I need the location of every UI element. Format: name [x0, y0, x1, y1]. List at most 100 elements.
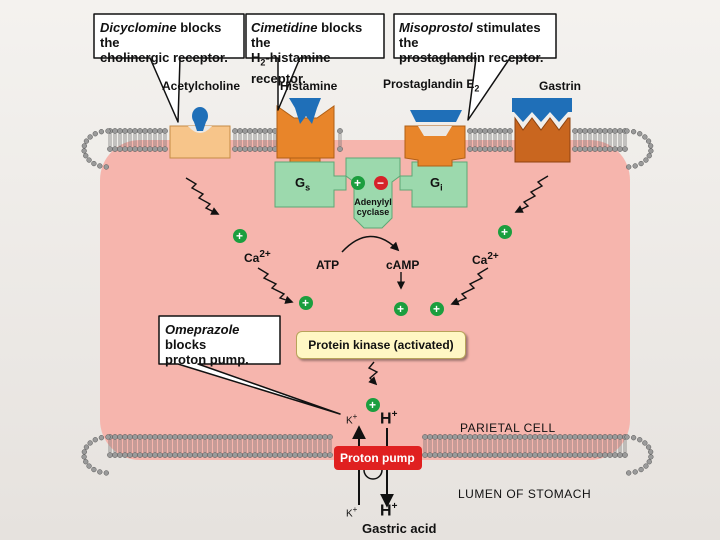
right-membrane-end: [624, 128, 654, 476]
gastrin-signal-arrow: [514, 175, 549, 213]
calcium-signal-arrow-right: [450, 267, 489, 306]
plus-badge-gs: [351, 176, 365, 190]
lumen-label: LUMEN OF STOMACH: [458, 487, 592, 501]
prostaglandin-molecule: [410, 110, 462, 122]
histamine-label: Histamine: [280, 79, 338, 93]
parietal-cell-label: PARIETAL CELL: [460, 421, 556, 435]
calcium-signal-arrow-left: [257, 267, 294, 304]
h-top-text: H: [380, 410, 392, 428]
plus-badge-calcium-left: [299, 296, 313, 310]
minus-symbol-gi: −: [377, 176, 385, 190]
omeprazole-line2: proton pump.: [165, 352, 249, 367]
plus-badge-pump: [366, 398, 380, 412]
adenylyl-line2: cyclase: [356, 207, 390, 217]
misoprostol-line1: stimulates the: [399, 20, 541, 50]
calcium-left-text: Ca: [244, 251, 260, 265]
omeprazole-callout-bubble: [158, 315, 341, 415]
prostaglandin-label-text: Prostaglandin E: [383, 77, 475, 91]
prostaglandin-receptor: [404, 125, 466, 167]
dicyclomine-line2: cholinergic receptor.: [100, 50, 228, 65]
gastrin-label: Gastrin: [539, 79, 582, 93]
dicyclomine-line1: blocks the: [100, 20, 222, 50]
adenylyl-line1: Adenylyl: [354, 197, 392, 207]
gastrin-receptor: [514, 116, 571, 163]
plus-symbol-3: +: [397, 302, 405, 316]
potassium-label-bottom: K+: [346, 506, 357, 519]
minus-badge-gi: [374, 176, 388, 190]
cimetidine-drug-name: Cimetidine: [251, 20, 318, 35]
hydrogen-label-top: H+: [380, 410, 397, 427]
calcium-right-charge: 2+: [487, 251, 499, 262]
cimetidine-line1: blocks the: [251, 20, 363, 50]
prostaglandin-subscript: 2: [474, 83, 480, 94]
dicyclomine-drug-name: Dicyclomine: [100, 20, 177, 35]
calcium-right-text: Ca: [472, 253, 488, 267]
omeprazole-line1: blocks: [165, 337, 207, 352]
gs-letter: G: [295, 175, 306, 190]
adenylyl-cyclase-label: Adenylyl cyclase: [352, 197, 394, 217]
k-bottom-charge: +: [352, 505, 358, 514]
h-top-charge: +: [391, 409, 398, 420]
top-membrane: [107, 128, 628, 152]
gs-protein: [274, 161, 347, 208]
k-top-text: K: [346, 415, 353, 427]
misoprostol-callout-text: Misoprostol stimulates the prostaglandin…: [399, 20, 555, 65]
left-membrane-end: [81, 128, 111, 476]
plus-symbol-gs: +: [354, 176, 362, 190]
misoprostol-line2: prostaglandin receptor.: [399, 50, 544, 65]
acetylcholine-signal-arrow: [185, 177, 220, 215]
camp-label: cAMP: [386, 258, 420, 272]
calcium-label-right: Ca2+: [472, 251, 499, 267]
misoprostol-drug-name: Misoprostol: [399, 20, 473, 35]
gs-label: Gs: [295, 176, 310, 193]
cimetidine-h: H: [251, 50, 261, 65]
kinase-to-pump-arrow: [367, 361, 379, 386]
calcium-label-left: Ca2+: [244, 249, 271, 265]
acetylcholine-label: Acetylcholine: [162, 79, 241, 93]
plus-badge-acetylcholine: [233, 229, 247, 243]
acetylcholine-molecule: [192, 107, 208, 131]
h-bottom-text: H: [380, 502, 392, 520]
plus-symbol-5: +: [501, 225, 509, 239]
gi-subscript: i: [440, 182, 443, 193]
proton-pump-label: Proton pump: [340, 451, 415, 465]
gi-label: Gi: [430, 176, 443, 193]
plus-symbol-2: +: [302, 296, 310, 310]
atp-label: ATP: [316, 258, 340, 272]
gs-subscript: s: [305, 182, 311, 193]
hydrogen-label-bottom: H+: [380, 502, 397, 519]
cimetidine-callout-bubble: [245, 13, 385, 111]
dicyclomine-callout-bubble: [93, 13, 245, 123]
gi-letter: G: [430, 175, 441, 190]
plus-badge-camp: [394, 302, 408, 316]
plus-symbol-4: +: [433, 302, 441, 316]
adenylyl-cyclase: [345, 157, 401, 229]
prostaglandin-label: Prostaglandin E2: [383, 78, 479, 93]
cimetidine-h-subscript: 2: [260, 57, 266, 68]
cimetidine-callout-text: Cimetidine blocks the H2-histamine recep…: [251, 20, 385, 86]
omeprazole-callout-text: Omeprazole blocks proton pump.: [165, 322, 279, 367]
k-bottom-text: K: [346, 508, 353, 520]
proton-pump-box: [334, 446, 422, 470]
bottom-membrane: [107, 434, 628, 458]
gastric-acid-label: Gastric acid: [362, 521, 437, 536]
atp-to-camp-arrow: [341, 235, 400, 253]
dicyclomine-callout-text: Dicyclomine blocks the cholinergic recep…: [100, 20, 242, 65]
gastrin-molecule: [512, 98, 572, 122]
misoprostol-callout-bubble: [393, 13, 557, 121]
k-top-charge: +: [352, 412, 358, 421]
protein-kinase-box: Protein kinase (activated): [296, 331, 466, 359]
plus-badge-gastrin: [498, 225, 512, 239]
omeprazole-drug-name: Omeprazole: [165, 322, 240, 337]
plus-symbol-1: +: [236, 229, 244, 243]
histamine-molecule: [289, 98, 321, 124]
calcium-left-charge: 2+: [259, 249, 271, 260]
gi-protein: [399, 161, 468, 208]
cimetidine-line2: -histamine receptor.: [251, 50, 331, 86]
plus-badge-calcium-right: [430, 302, 444, 316]
potassium-label-top: K+: [346, 413, 357, 426]
protein-kinase-label: Protein kinase (activated): [308, 338, 454, 352]
h-bottom-charge: +: [391, 501, 398, 512]
